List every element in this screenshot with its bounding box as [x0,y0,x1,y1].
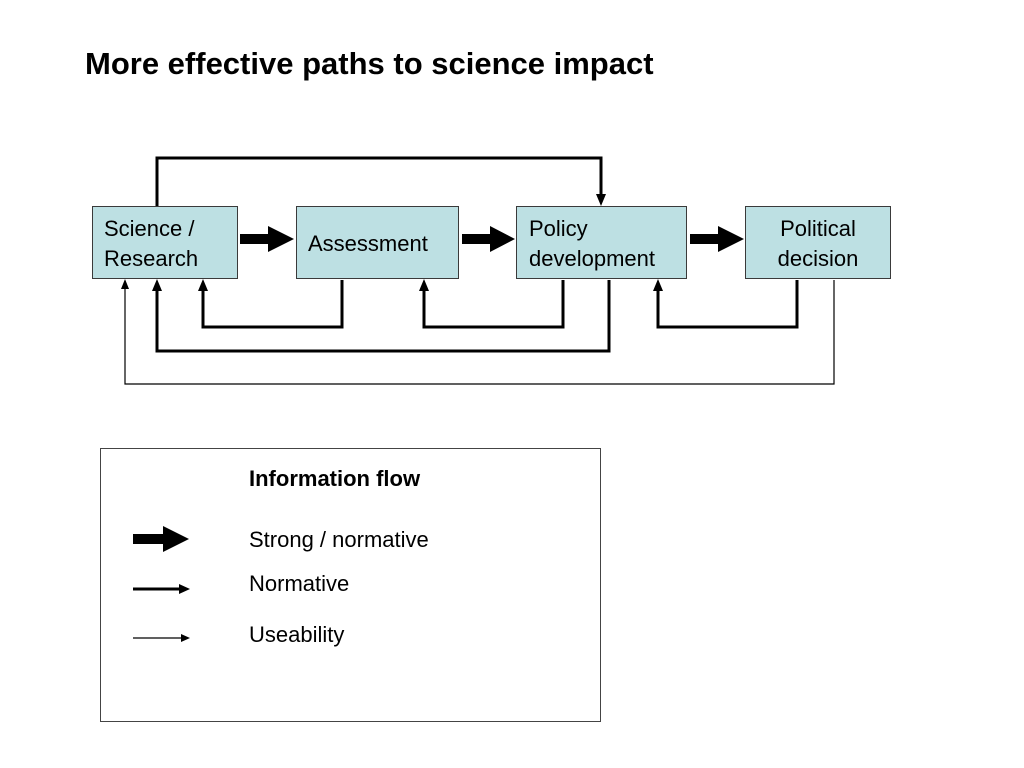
normative-policy-to-assessment [422,280,565,329]
normative-arrowheads [152,194,663,291]
node-label-line: Research [104,246,199,271]
strong-arrow-science-to-assessment [240,226,294,252]
slide-title: More effective paths to science impact [85,46,654,81]
node-science-research: Science / Research [92,206,238,279]
legend-label-useability: Useability [249,622,345,647]
node-assessment: Assessment [296,206,459,279]
node-label-line: decision [777,246,859,271]
arrowhead-useability-into-science [121,279,129,289]
node-label-line: development [529,246,655,271]
arrowhead-into-policy-from-political [653,279,663,291]
legend-useability-arrow-icon [181,634,190,642]
node-label-line: Assessment [308,231,428,256]
arrowhead-into-science-from-assessment [198,279,208,291]
node-label-line: Political [780,216,856,241]
node-label-line: Science / [104,216,195,241]
legend-strong-arrow-icon [133,526,189,552]
strong-flow-arrows [240,226,744,252]
normative-assessment-to-science [201,280,344,329]
node-political-decision: Political decision [745,206,891,279]
legend: Information flow Strong / normative Norm… [100,448,601,722]
node-policy-development: Policy development [516,206,687,279]
legend-arrow-samples [133,526,190,642]
legend-normative-arrow-icon [179,584,190,594]
normative-science-to-policy [155,156,603,206]
useability-political-to-science [124,280,835,385]
strong-arrow-policy-to-political [690,226,744,252]
arrowhead-into-policy-top [596,194,606,206]
normative-political-to-policy [656,280,799,329]
arrowhead-into-science-from-policy [152,279,162,291]
legend-title: Information flow [249,466,421,491]
node-label-line: Policy [529,216,588,241]
strong-arrow-assessment-to-policy [462,226,515,252]
legend-label-strong: Strong / normative [249,527,429,552]
normative-flow-lines [155,156,799,353]
arrowhead-into-assessment-from-policy [419,279,429,291]
normative-policy-to-science [155,280,611,353]
legend-label-normative: Normative [249,571,350,596]
